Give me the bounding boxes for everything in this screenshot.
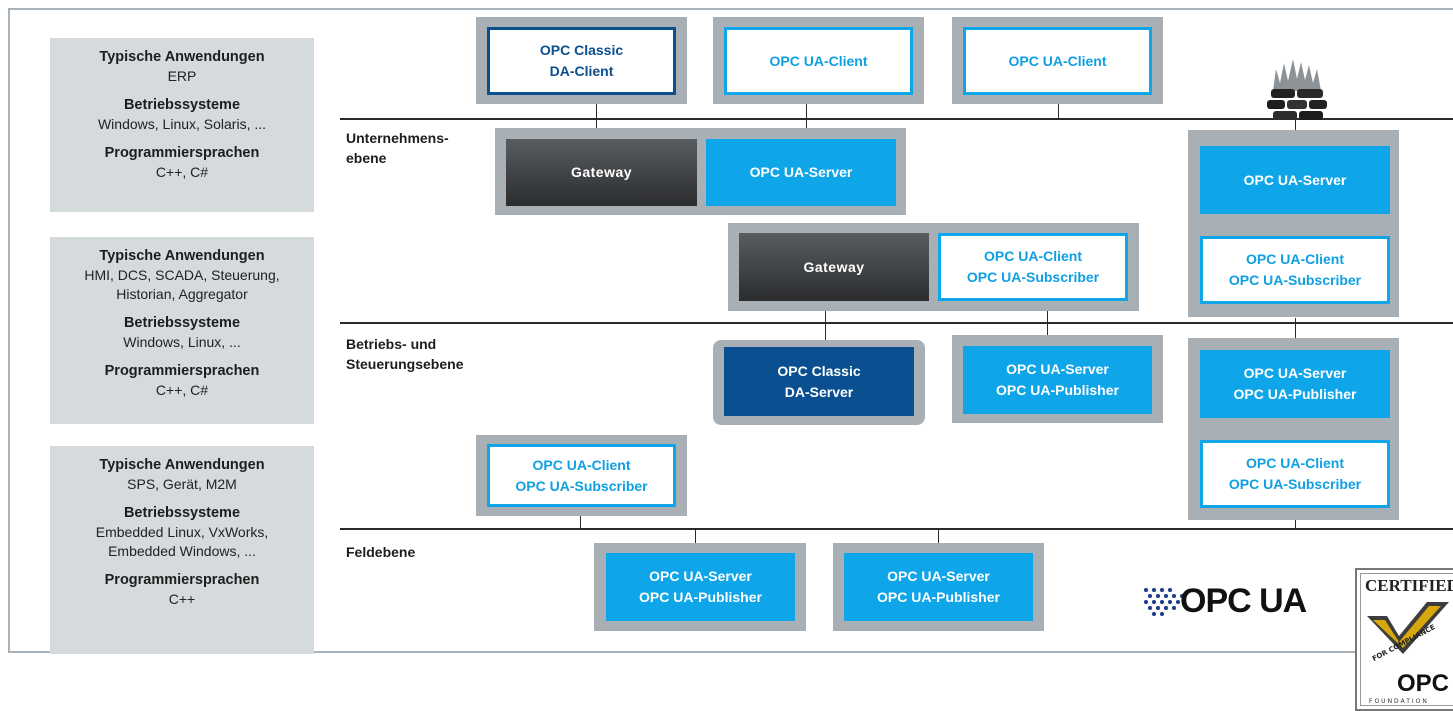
os-heading: Betriebssysteme: [123, 505, 241, 521]
box-label-line: OPC UA-Client: [769, 52, 868, 69]
level-label-enterprise: Unternehmens- ebene: [346, 128, 449, 168]
box-label-line: OPC UA-Client: [1246, 251, 1344, 267]
os-heading: Betriebssysteme: [123, 315, 241, 331]
apps-heading: Typische Anwendungen: [99, 248, 265, 264]
gateway-box[interactable]: Gateway: [739, 233, 929, 301]
box-label-line: OPC UA-Server: [1006, 361, 1109, 377]
os-value: Windows, Linux, Solaris, ...: [97, 116, 267, 132]
connector: [596, 104, 597, 128]
certified-badge: CERTIFIED FOR COMPLIANCE OPC FOUNDATION: [1355, 568, 1453, 711]
bus-line-field: [340, 528, 1453, 530]
box-label-line: OPC UA-Server: [887, 568, 990, 584]
box-label-line: OPC UA-Client: [984, 248, 1082, 264]
box-label-line: OPC UA-Server: [1243, 365, 1347, 381]
lang-heading: Programmiersprachen: [104, 145, 260, 161]
level-label-field: Feldebene: [346, 544, 416, 560]
level-label-line: Betriebs- und: [346, 336, 437, 352]
certified-text: CERTIFIED: [1365, 576, 1453, 595]
connector: [825, 311, 826, 341]
box-label-line: OPC UA-Publisher: [996, 382, 1119, 398]
checkmark-icon: [1367, 602, 1449, 654]
box-label-line: OPC UA-Publisher: [639, 589, 762, 605]
apps-value: HMI, DCS, SCADA, Steuerung, Historian, A…: [84, 267, 280, 302]
box-label-line: OPC UA-Subscriber: [515, 477, 648, 494]
connector: [1058, 104, 1059, 118]
apps-value: SPS, Gerät, M2M: [127, 476, 237, 492]
box-label-line: DA-Server: [784, 383, 854, 400]
bus-line-enterprise: [340, 118, 1453, 120]
apps-heading: Typische Anwendungen: [99, 457, 265, 473]
box-label-line: DA-Client: [549, 63, 614, 79]
connector: [695, 529, 696, 543]
level-label-line: Steuerungsebene: [346, 356, 464, 372]
level-label-operations: Betriebs- und Steuerungsebene: [346, 334, 463, 374]
box-label-line: OPC UA-Server: [649, 568, 752, 584]
os-heading: Betriebssysteme: [123, 97, 241, 113]
os-value: Windows, Linux, ...: [123, 334, 241, 350]
certified-opc-text: OPC: [1397, 670, 1450, 697]
connector: [806, 104, 807, 128]
box-label-line: OPC UA-Client: [532, 456, 631, 473]
bus-line-operations: [340, 322, 1453, 324]
opc-ua-client-box[interactable]: OPC UA-Client: [724, 27, 913, 95]
lang-heading: Programmiersprachen: [104, 572, 260, 588]
box-label-line: OPC Classic: [539, 42, 624, 58]
box-label-line: OPC UA-Subscriber: [1228, 272, 1362, 288]
opc-ua-client-box[interactable]: OPC UA-Client: [963, 27, 1152, 95]
box-label-line: Gateway: [570, 164, 633, 180]
connector: [1295, 318, 1296, 340]
connector: [938, 529, 939, 543]
info-panel-enterprise: Typische Anwendungen ERP Betriebssysteme…: [50, 38, 314, 212]
foundation-text: FOUNDATION: [1369, 698, 1429, 705]
box-label-line: OPC UA-Publisher: [877, 589, 1000, 605]
info-panel-operations: Typische Anwendungen HMI, DCS, SCADA, St…: [50, 237, 314, 424]
opc-dots-icon: [1144, 588, 1184, 616]
connector: [1295, 119, 1296, 130]
level-label-line: Unternehmens-: [346, 130, 449, 146]
lang-value: C++: [168, 591, 196, 607]
connector: [580, 516, 581, 528]
connector: [1295, 518, 1296, 530]
connector: [1047, 311, 1048, 335]
apps-heading: Typische Anwendungen: [99, 49, 265, 65]
info-panel-field: Typische Anwendungen SPS, Gerät, M2M Bet…: [50, 446, 314, 654]
box-label-line: OPC UA-Client: [1008, 52, 1107, 69]
box-label-line: OPC Classic: [777, 362, 861, 379]
lang-value: C++, C#: [155, 164, 209, 180]
box-label-line: OPC UA-Server: [749, 164, 853, 180]
diagram-frame: [8, 8, 1453, 653]
lang-value: C++, C#: [155, 382, 209, 398]
firewall-icon: [1267, 59, 1327, 120]
box-label-line: OPC UA-Publisher: [1233, 386, 1357, 402]
lang-heading: Programmiersprachen: [104, 363, 260, 379]
level-label-line: ebene: [346, 150, 387, 166]
os-value: Embedded Linux, VxWorks, Embedded Window…: [95, 524, 269, 559]
box-label-line: Gateway: [803, 258, 865, 275]
apps-value: ERP: [167, 68, 197, 84]
box-label-line: OPC UA-Client: [1246, 455, 1344, 471]
box-label-line: OPC UA-Subscriber: [966, 269, 1100, 285]
box-label-line: OPC UA-Server: [1243, 171, 1347, 188]
opc-ua-server-box[interactable]: OPC UA-Server: [1200, 146, 1390, 214]
opc-ua-server-box[interactable]: OPC UA-Server: [706, 139, 896, 206]
opc-ua-logo-text: OPC UA: [1180, 582, 1307, 620]
opc-ua-logo: OPC UA: [1140, 582, 1330, 622]
gateway-box[interactable]: Gateway: [506, 139, 697, 206]
box-label-line: OPC UA-Subscriber: [1228, 476, 1362, 492]
